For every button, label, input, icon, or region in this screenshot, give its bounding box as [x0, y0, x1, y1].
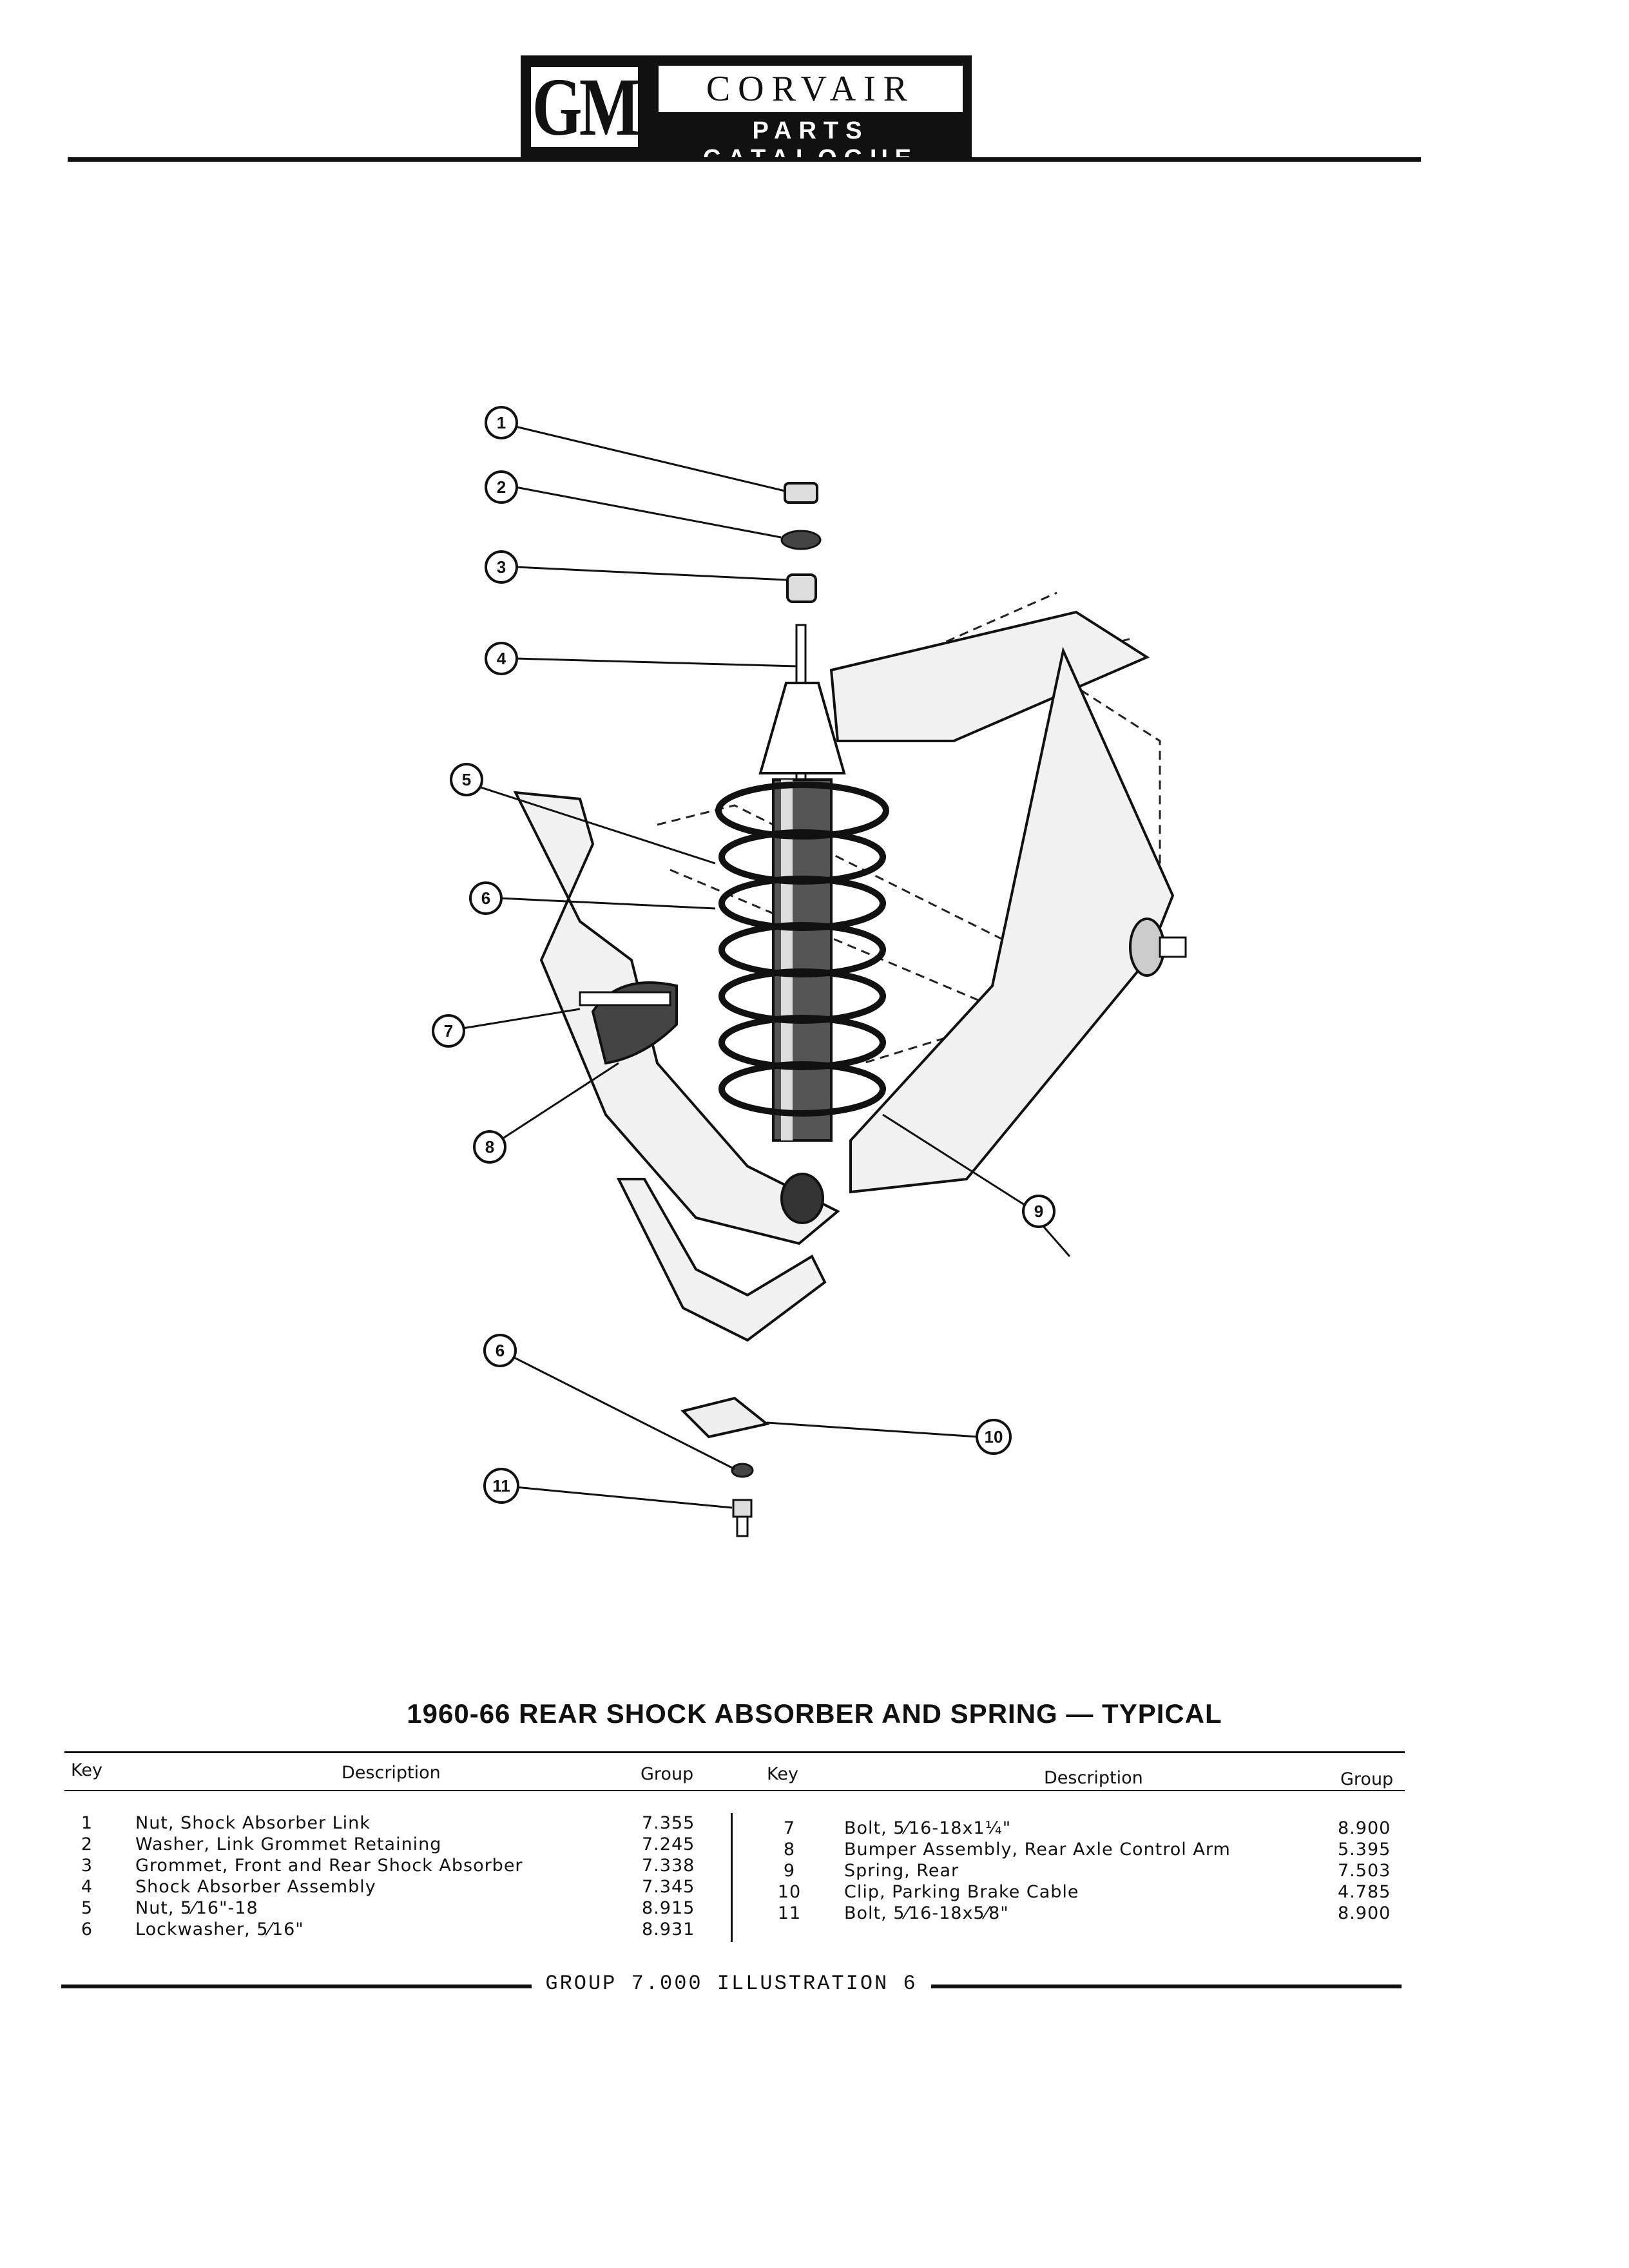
svg-text:8: 8: [485, 1137, 494, 1157]
callout-11: 11: [483, 1468, 519, 1504]
grommet-washer: [780, 530, 822, 550]
brand-title: CORVAIR: [706, 69, 916, 109]
svg-text:10: 10: [985, 1427, 1003, 1446]
callout-6-upper: 6: [469, 881, 503, 915]
header-rule: [68, 157, 1421, 162]
footer-rule-right: [931, 1984, 1402, 1988]
link-nut: [784, 482, 818, 504]
leader-lines: [462, 425, 1071, 1509]
svg-text:9: 9: [1034, 1202, 1043, 1221]
axle-bushing: [1129, 918, 1187, 977]
catalogue-title-box: CORVAIR PARTS CATALOGUE: [650, 55, 972, 172]
svg-text:6: 6: [496, 1341, 505, 1360]
header-key-right: Key: [767, 1764, 798, 1784]
callout-6-lower: 6: [483, 1334, 517, 1367]
catalogue-subtitle: PARTS CATALOGUE: [702, 117, 918, 172]
header-key-left: Key: [71, 1760, 102, 1780]
header-description-right: Description: [1044, 1768, 1143, 1788]
svg-text:11: 11: [492, 1476, 510, 1495]
page-footer: GROUP 7.000 ILLUSTRATION 6: [61, 1972, 1402, 1997]
callout-8: 8: [473, 1130, 506, 1164]
illustration-caption: 1960-66 REAR SHOCK ABSORBER AND SPRING —…: [407, 1698, 1222, 1729]
callout-10: 10: [976, 1419, 1012, 1455]
frame-body: [513, 610, 1175, 1342]
parking-brake-clip: [680, 1396, 770, 1439]
callout-4: 4: [485, 642, 518, 675]
table-header-rule: [64, 1790, 1405, 1791]
callout-5: 5: [450, 763, 483, 796]
coil-spring: [715, 782, 889, 1117]
exploded-view-illustration: 1 2 3 4 5 6 7 8 9 6 10 11: [432, 406, 1187, 1537]
callout-1: 1: [485, 406, 518, 439]
header-description-left: Description: [342, 1763, 441, 1783]
callout-3: 3: [485, 550, 518, 584]
table-top-rule: [64, 1751, 1405, 1753]
svg-text:2: 2: [497, 477, 506, 497]
clip-bolt: [732, 1499, 753, 1537]
svg-text:7: 7: [444, 1021, 453, 1041]
svg-text:1: 1: [497, 413, 506, 432]
header-group-right: Group: [1340, 1769, 1394, 1789]
callout-2: 2: [485, 470, 518, 504]
gm-corvair-logo: GM CORVAIR PARTS CATALOGUE: [521, 55, 972, 172]
column-divider: [731, 1813, 733, 1942]
lockwasher: [731, 1463, 754, 1478]
callout-9: 9: [1022, 1195, 1055, 1228]
gm-letters: GM: [532, 61, 640, 153]
shock-absorber: [758, 624, 846, 1224]
svg-text:3: 3: [497, 557, 506, 577]
gm-emblem: GM: [521, 55, 650, 159]
svg-text:6: 6: [481, 889, 490, 908]
bumper-assembly: [579, 981, 678, 1065]
svg-text:5: 5: [462, 770, 471, 789]
grommet: [786, 573, 817, 603]
footer-label: GROUP 7.000 ILLUSTRATION 6: [545, 1972, 918, 1995]
parts-table: Key Description Group Key Description Gr…: [64, 1751, 1405, 1945]
callout-7: 7: [432, 1014, 465, 1048]
header-group-left: Group: [641, 1764, 694, 1784]
footer-rule-left: [61, 1984, 532, 1988]
svg-text:4: 4: [497, 649, 506, 668]
